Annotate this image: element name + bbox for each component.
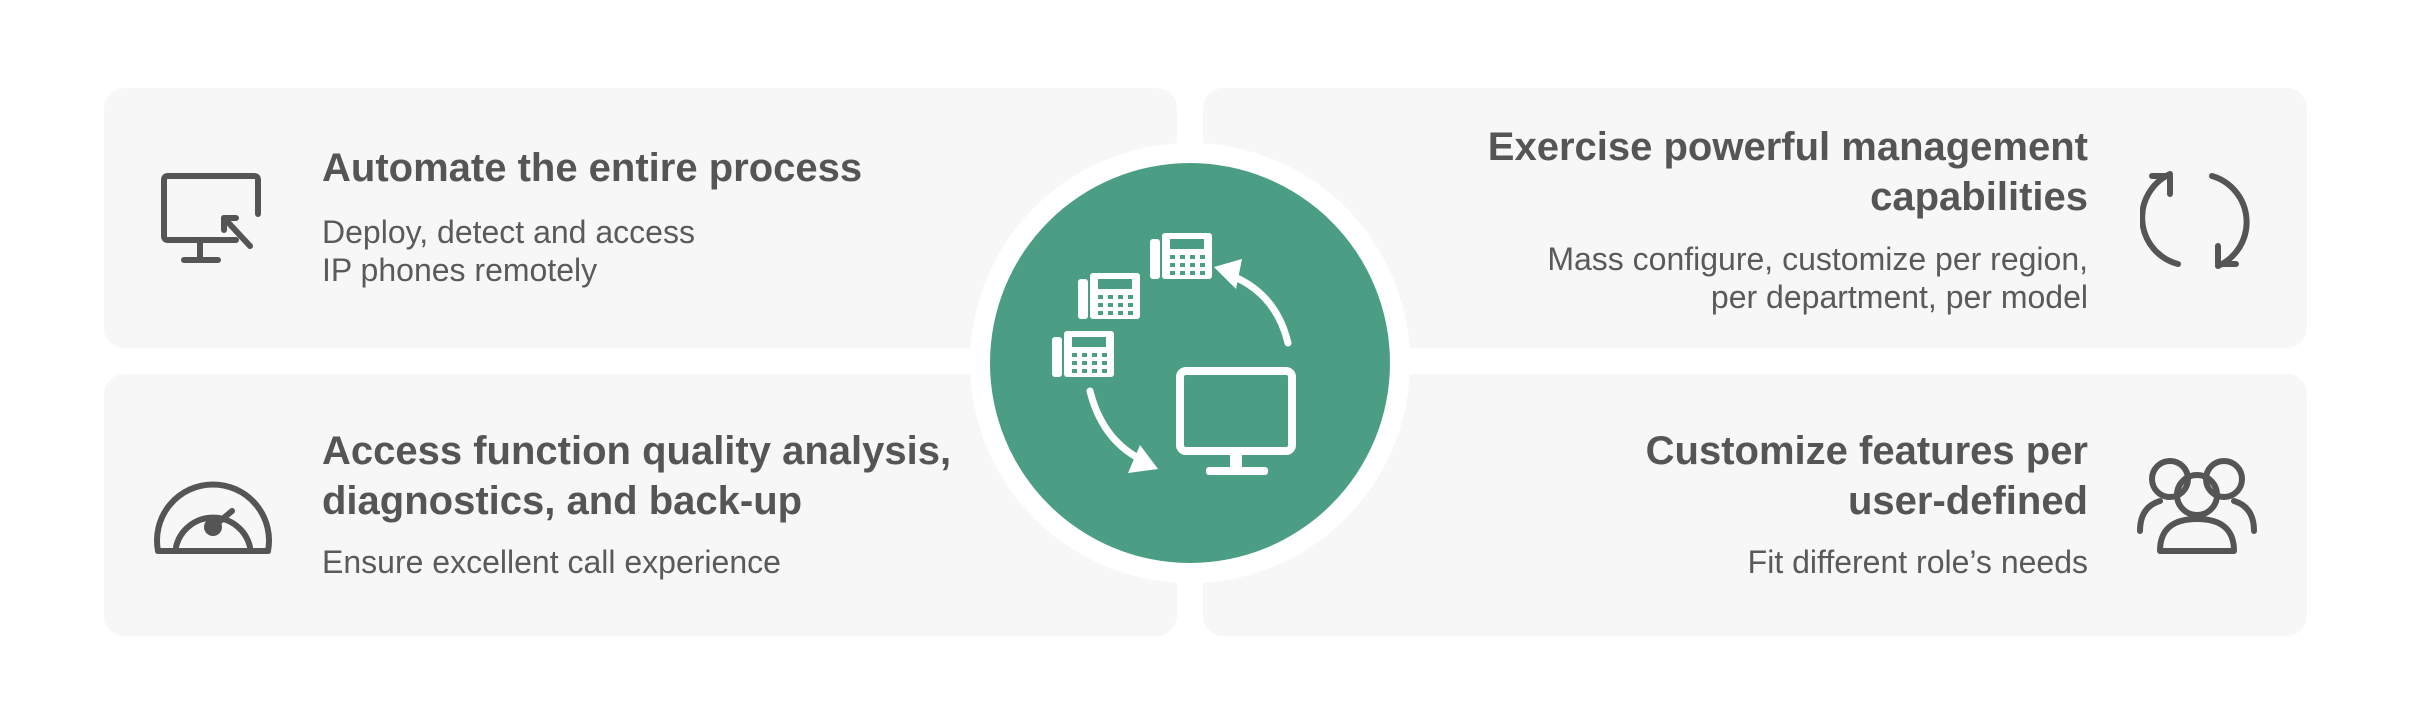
quality-desc-line1: Ensure excellent call experience <box>322 544 781 580</box>
management-title-line2: capabilities <box>1870 175 2088 219</box>
management-title-line1: Exercise powerful management <box>1487 125 2088 169</box>
automate-desc-line2: IP phones remotely <box>322 252 598 288</box>
customize-desc-line1: Fit different role’s needs <box>1747 544 2088 580</box>
monitor-remote-icon <box>161 173 261 263</box>
speedometer-icon <box>154 481 272 554</box>
quality-title-line2: diagnostics, and back-up <box>322 479 803 523</box>
phones-to-monitor-cycle-icon <box>1052 233 1296 475</box>
users-group-icon <box>2137 458 2257 554</box>
quality-title-line1: Access function quality analysis, <box>322 429 952 473</box>
customize-title-line1: Customize features per <box>1645 429 2088 473</box>
refresh-cycle-icon <box>2140 171 2250 269</box>
management-desc-line2: per department, per model <box>1710 279 2088 315</box>
automate-title: Automate the entire process <box>322 146 863 190</box>
automate-desc-line1: Deploy, detect and access <box>322 214 695 250</box>
management-desc-line1: Mass configure, customize per region, <box>1547 241 2088 277</box>
customize-title-line2: user-defined <box>1847 479 2088 523</box>
hub-circle <box>990 163 1390 563</box>
